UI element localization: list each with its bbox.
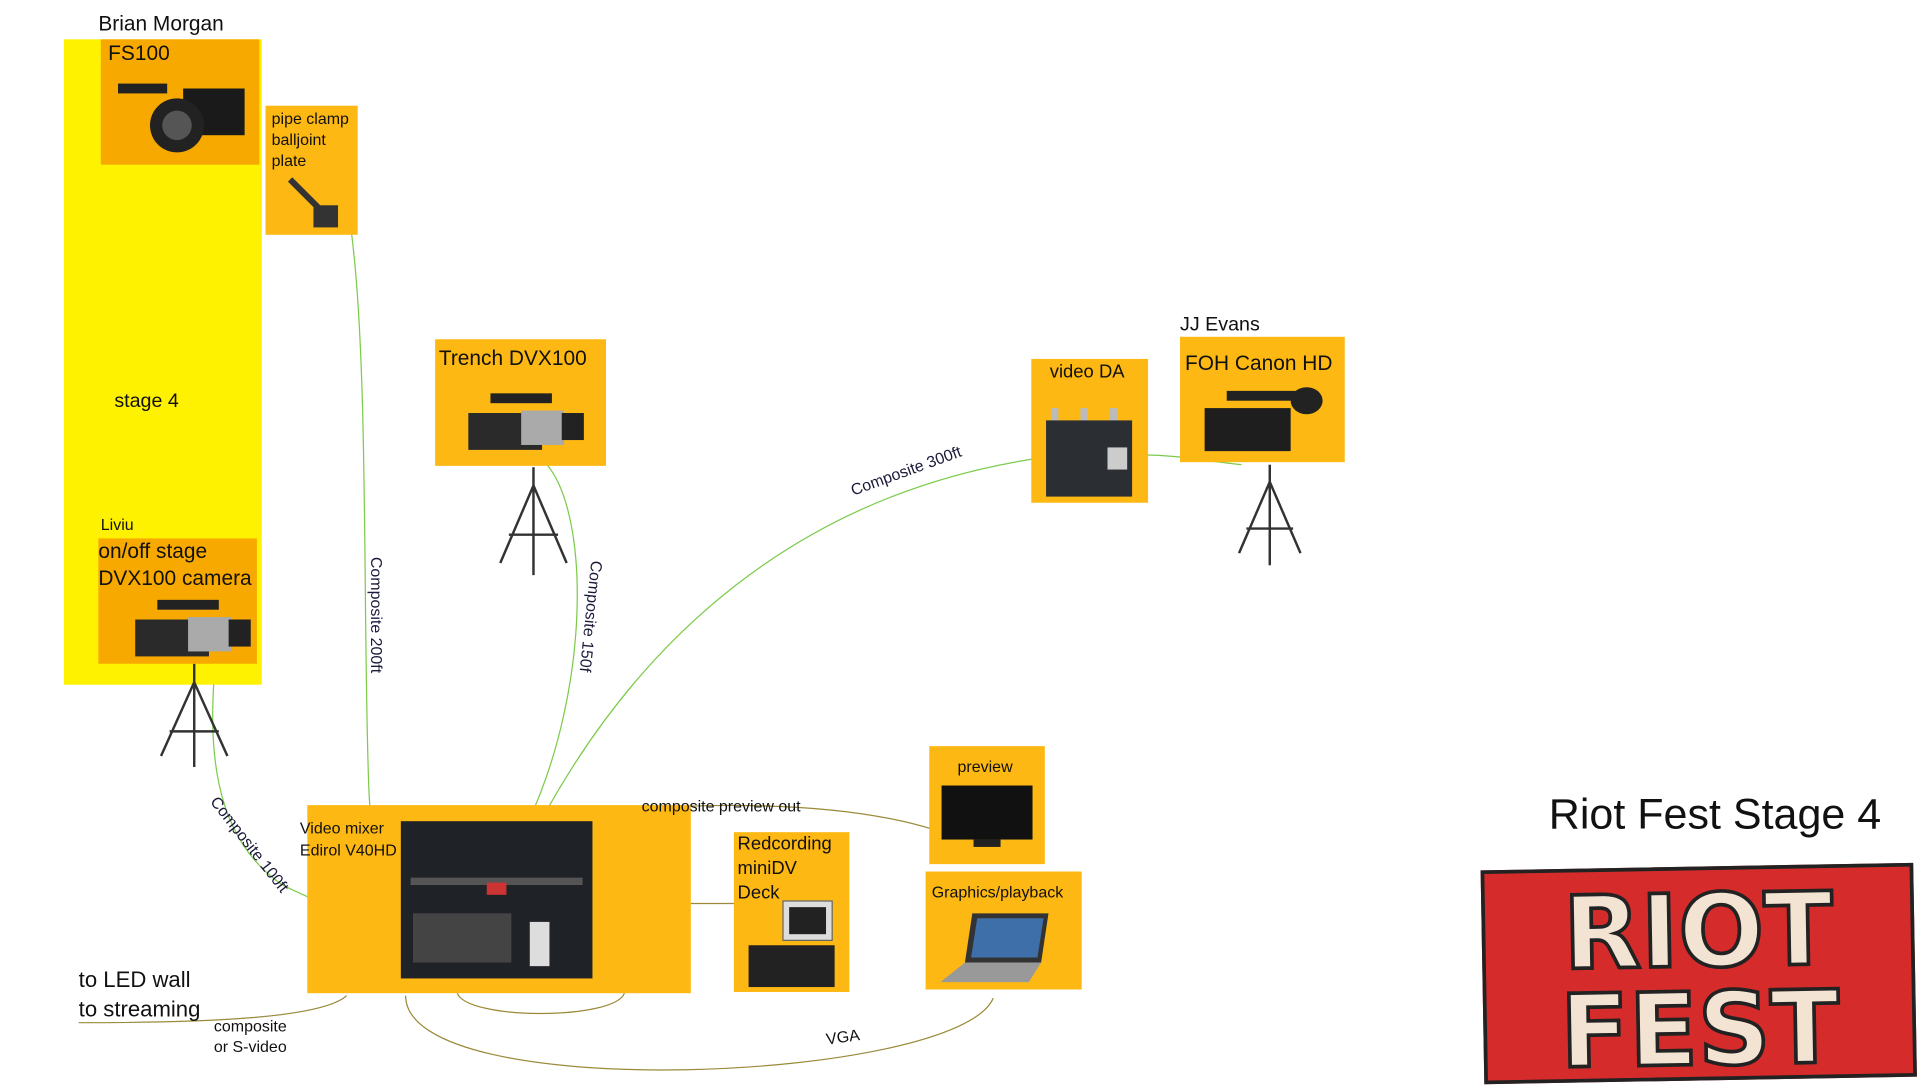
video-da-box: video DA: [1031, 358, 1149, 503]
foh-camera-box: FOH Canon HD: [1180, 336, 1345, 463]
out-line1: composite: [213, 1016, 287, 1035]
onoff-camera-box: on/off stage DVX100 camera: [98, 538, 257, 664]
mixer-line2: Edirol V40HD: [299, 840, 397, 860]
trench-camera-box: Trench DVX100: [435, 339, 606, 466]
pipe-clamp-line2: balljoint: [271, 130, 326, 149]
dvx100-camera-icon: [135, 599, 251, 657]
out-line2: or S-video: [213, 1037, 287, 1056]
video-da-device-icon: [1046, 408, 1133, 497]
cable-out: [78, 995, 348, 1024]
onoff-line2: DVX100 camera: [98, 566, 252, 591]
fs100-box: FS100: [100, 39, 260, 165]
canon-camera-icon: [1204, 387, 1323, 452]
preview-label: preview: [957, 757, 1013, 776]
page-title: Riot Fest Stage 4: [1548, 790, 1882, 839]
mixer-line1: Video mixer: [299, 818, 385, 838]
cable-150ft: [527, 464, 578, 822]
riot-fest-logo-art: RIOT FEST: [1557, 868, 1842, 1087]
output-streaming: to streaming: [78, 996, 201, 1022]
operator-brian: Brian Morgan: [98, 12, 224, 36]
pipe-clamp-line3: plate: [271, 151, 307, 170]
deck-line1: Redcording: [737, 833, 832, 855]
trench-label: Trench DVX100: [438, 346, 587, 370]
minidv-deck-icon: [748, 900, 835, 988]
riot-fest-logo: RIOT FEST: [1480, 862, 1917, 1087]
tripod-icon: [1237, 464, 1302, 566]
cable-200ft-label: Composite 200ft: [367, 556, 386, 674]
tripod-icon: [499, 467, 568, 576]
onoff-line1: on/off stage: [98, 539, 208, 563]
output-led-wall: to LED wall: [78, 967, 191, 992]
laptop-icon: [940, 913, 1049, 983]
clamp-icon: [287, 177, 339, 228]
graphics-label: Graphics/playback: [931, 882, 1064, 902]
monitor-icon: [941, 785, 1033, 847]
deck-line3: Deck: [737, 882, 780, 904]
operator-jj: JJ Evans: [1180, 314, 1260, 336]
pipe-clamp-box: pipe clamp balljoint plate: [265, 105, 358, 235]
graphics-playback-box: Graphics/playback: [925, 871, 1082, 990]
recording-deck-box: Redcording miniDV Deck: [733, 832, 850, 992]
cable-loop: [456, 992, 626, 1014]
fs100-label: FS100: [108, 41, 170, 66]
tripod-icon: [159, 663, 229, 768]
dvx100-camera-icon: [468, 393, 584, 450]
deck-line2: miniDV: [737, 857, 797, 879]
operator-liviu: Liviu: [100, 515, 134, 534]
svg-text:RIOT: RIOT: [1562, 870, 1834, 993]
foh-label: FOH Canon HD: [1184, 351, 1333, 375]
cable-300ft: [540, 456, 1045, 822]
fs100-camera-icon: [118, 83, 245, 153]
svg-text:FEST: FEST: [1559, 968, 1840, 1080]
edirol-mixer-device-icon: [400, 821, 593, 979]
stage-label: stage 4: [114, 390, 179, 412]
preview-out-label: composite preview out: [641, 796, 801, 815]
pipe-clamp-line1: pipe clamp: [271, 109, 349, 128]
cable-vga: [405, 995, 994, 1071]
video-mixer-box: Video mixer Edirol V40HD: [300, 805, 691, 994]
video-da-label: video DA: [1049, 361, 1125, 383]
preview-box: preview: [929, 746, 1045, 865]
